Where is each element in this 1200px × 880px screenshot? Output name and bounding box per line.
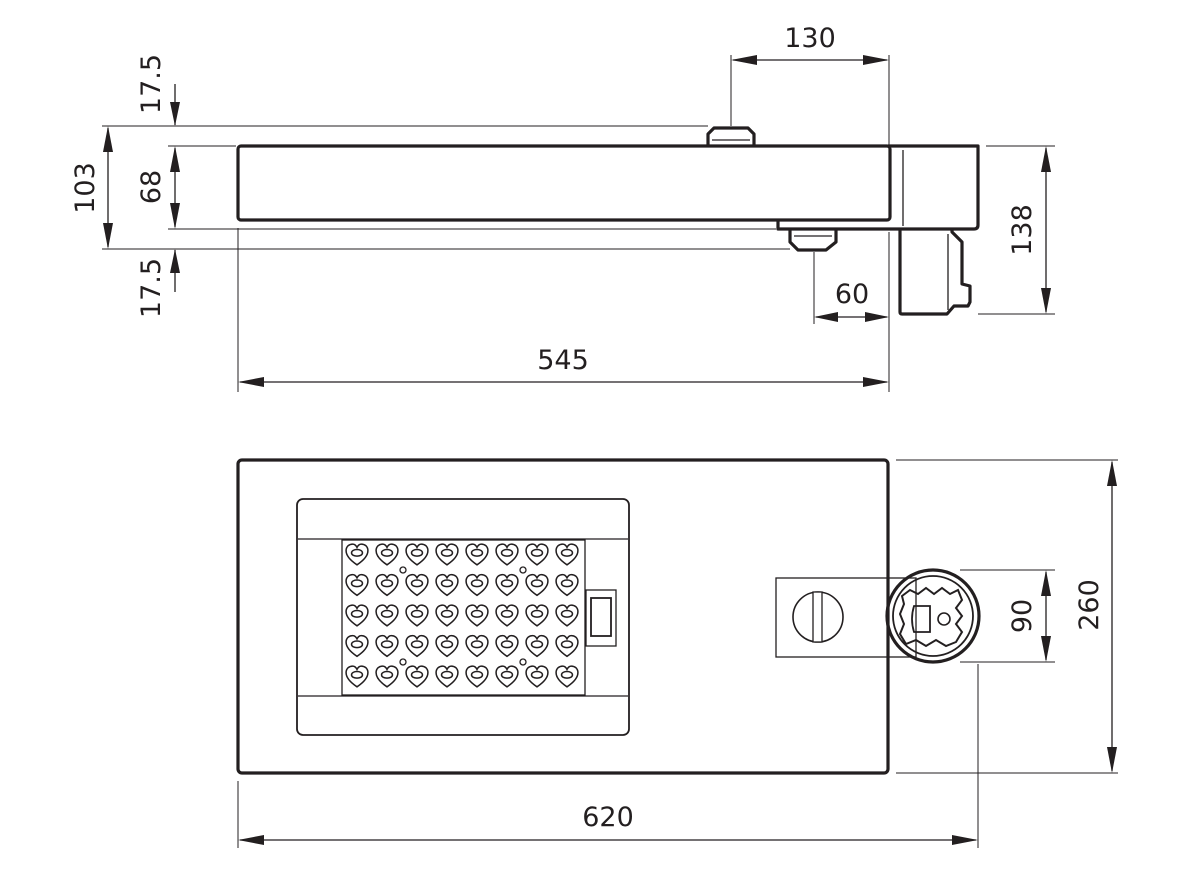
dim-label-overall-width: 260 xyxy=(1074,579,1105,631)
led-cell xyxy=(555,634,579,658)
clamp-jaw xyxy=(898,586,964,648)
dim-label-mount-offset: 130 xyxy=(784,23,836,54)
led-board xyxy=(341,539,586,696)
led-cell xyxy=(525,543,549,566)
led-cell xyxy=(375,543,399,566)
led-cell xyxy=(555,573,579,597)
lock-screw-slot xyxy=(812,591,823,643)
dim-label-spigot-offset: 60 xyxy=(835,279,869,310)
panel-connector xyxy=(585,589,617,647)
led-cell xyxy=(555,604,579,627)
led-cell xyxy=(495,543,519,566)
led-cell xyxy=(435,665,459,688)
dim-label-bracket-height: 138 xyxy=(1007,204,1038,256)
screw-dot xyxy=(399,566,407,574)
led-cell xyxy=(405,604,429,627)
led-cell xyxy=(345,665,369,688)
led-cell xyxy=(525,604,549,627)
led-cell xyxy=(435,543,459,566)
led-cell xyxy=(495,604,519,627)
led-cell xyxy=(435,573,459,597)
led-cell xyxy=(495,634,519,658)
screw-dot xyxy=(519,658,527,666)
clamp-disc-inner xyxy=(892,575,974,657)
led-cell xyxy=(555,543,579,566)
led-cell xyxy=(555,665,579,688)
led-cell xyxy=(465,665,489,688)
led-cell xyxy=(375,634,399,658)
top-view: 90 260 620 xyxy=(236,458,1118,848)
led-cell xyxy=(465,573,489,597)
led-cell xyxy=(405,634,429,658)
dim-label-spigot-diameter: 90 xyxy=(1007,599,1038,633)
end-housing xyxy=(888,144,980,231)
led-cell xyxy=(525,634,549,658)
dim-label-top-offset: 17.5 xyxy=(136,54,167,114)
dim-label-body-length: 545 xyxy=(537,345,589,376)
led-cell xyxy=(405,665,429,688)
top-connector xyxy=(706,126,756,146)
clamp-pin xyxy=(937,612,951,626)
led-cell xyxy=(435,604,459,627)
led-cell xyxy=(525,573,549,597)
led-cell xyxy=(345,573,369,597)
bottom-connector xyxy=(788,229,838,252)
clamp-block xyxy=(898,229,972,316)
led-cell xyxy=(375,573,399,597)
led-cell xyxy=(435,634,459,658)
led-cell xyxy=(345,543,369,566)
panel-connector-inner xyxy=(590,597,612,637)
led-cell xyxy=(405,573,429,597)
led-cell xyxy=(465,634,489,658)
led-cell xyxy=(525,665,549,688)
clamp-disc xyxy=(885,568,981,664)
led-cell xyxy=(405,543,429,566)
dim-label-overall-length: 620 xyxy=(582,802,634,833)
led-cell xyxy=(375,665,399,688)
led-cell xyxy=(375,604,399,627)
body-lower-step xyxy=(776,220,900,231)
led-cell xyxy=(465,543,489,566)
spigot-channel xyxy=(775,577,917,658)
screw-dot xyxy=(399,658,407,666)
dim-label-overall-height: 103 xyxy=(70,162,101,214)
side-view: 130 17.5 103 68 17.5 138 60 545 xyxy=(70,23,1055,392)
led-cell xyxy=(495,665,519,688)
clamp-jaw-cutout xyxy=(911,605,931,633)
led-array xyxy=(345,543,579,688)
optic-panel xyxy=(296,498,630,736)
dim-label-bottom-offset: 17.5 xyxy=(136,258,167,318)
dim-label-body-height: 68 xyxy=(136,170,167,204)
luminaire-body-side xyxy=(236,144,892,222)
led-cell xyxy=(495,573,519,597)
led-cell xyxy=(465,604,489,627)
screw-dot xyxy=(519,566,527,574)
led-cell xyxy=(345,634,369,658)
led-cell xyxy=(345,604,369,627)
